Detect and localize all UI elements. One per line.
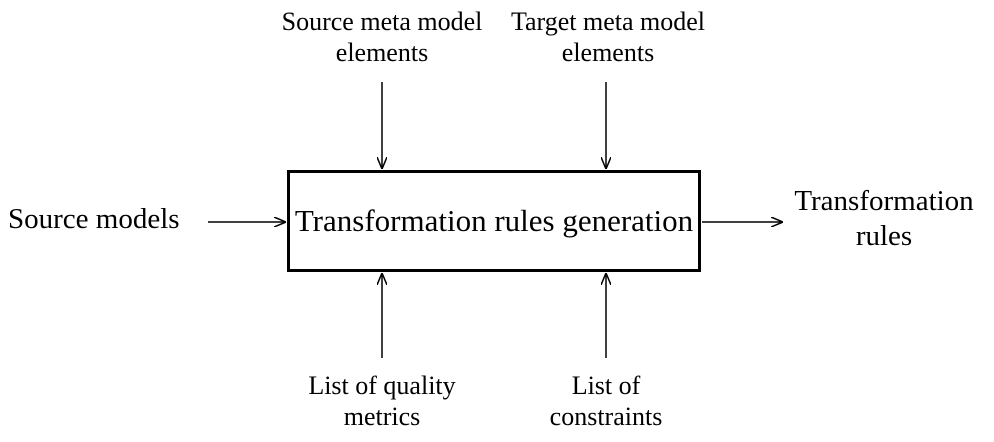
label-line: List of: [571, 371, 641, 400]
label-list-of-constraints: List of constraints: [516, 370, 696, 432]
label-line: Target meta model: [510, 7, 706, 36]
label-line: Transformation: [794, 185, 974, 217]
label-line: elements: [335, 38, 429, 68]
label-target-meta-model-elements: Target meta model elements: [498, 6, 718, 68]
label-line: rules: [855, 219, 913, 252]
process-label: Transformation rules generation: [294, 203, 694, 238]
label-line: constraints: [549, 402, 663, 432]
label-line: elements: [561, 38, 655, 68]
label-source-meta-model-elements: Source meta model elements: [262, 6, 502, 68]
label-transformation-rules: Transformation rules: [784, 184, 984, 254]
label-line: Source meta model: [281, 7, 483, 36]
label-source-models: Source models: [8, 202, 180, 237]
label-list-of-quality-metrics: List of quality metrics: [282, 370, 482, 432]
label-line: List of quality: [308, 371, 456, 400]
label-line: metrics: [343, 402, 421, 432]
label-text: Source models: [8, 203, 180, 235]
process-box: Transformation rules generation: [287, 170, 701, 272]
